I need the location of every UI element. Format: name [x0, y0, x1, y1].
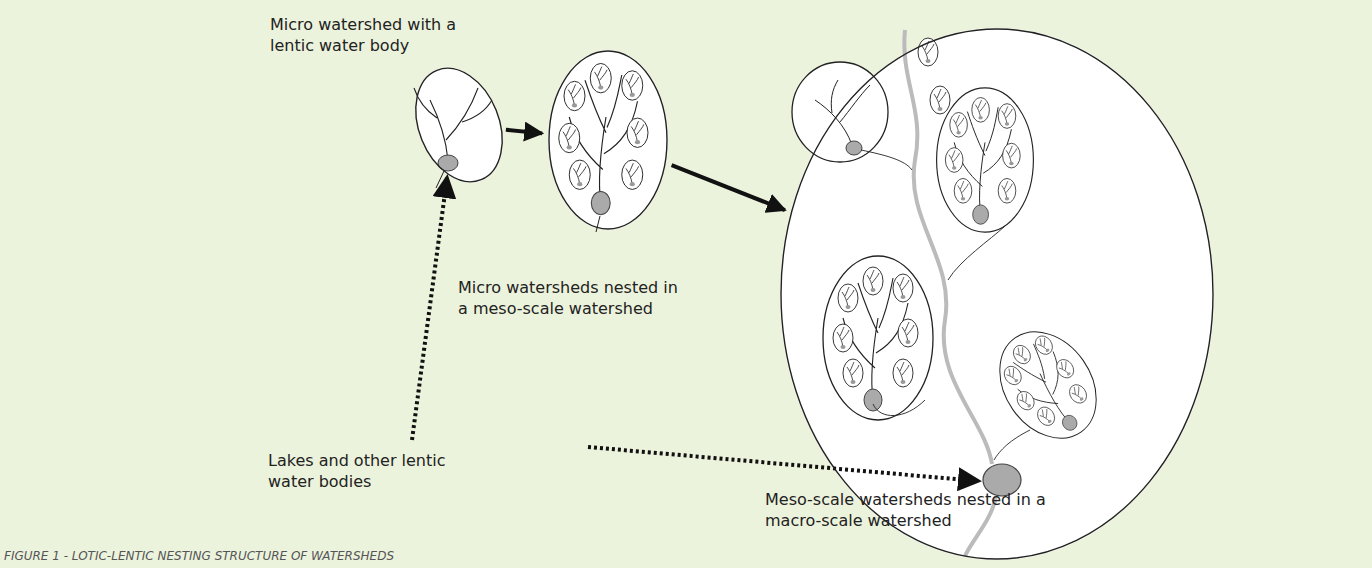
- scale-label: Micro watershed with a lentic water body: [270, 15, 485, 57]
- scale-arrow: [506, 130, 542, 134]
- figure-caption: FIGURE 1 - LOTIC-LENTIC NESTING STRUCTUR…: [4, 549, 394, 563]
- watershed-ellipse: [781, 29, 1213, 559]
- lake-label: Lakes and other lentic water bodies: [268, 451, 468, 493]
- leader-line: [588, 447, 978, 481]
- watershed-node: Meso-scale watersheds nested in a macro-…: [780, 28, 1214, 560]
- scale-label: Meso-scale watersheds nested in a macro-…: [765, 490, 1055, 532]
- watershed-ellipse: [400, 55, 518, 194]
- watershed-node: Micro watershed with a lentic water body: [418, 65, 500, 185]
- scale-label: Micro watersheds nested in a meso-scale …: [458, 278, 686, 320]
- watershed-outline: [780, 28, 1214, 560]
- scale-arrow: [672, 165, 785, 210]
- watershed-ellipse: [549, 51, 667, 229]
- watershed-outline: [418, 65, 500, 185]
- watershed-node: Micro watersheds nested in a meso-scale …: [548, 50, 668, 230]
- leader-line: [412, 178, 447, 440]
- watershed-outline: [548, 50, 668, 230]
